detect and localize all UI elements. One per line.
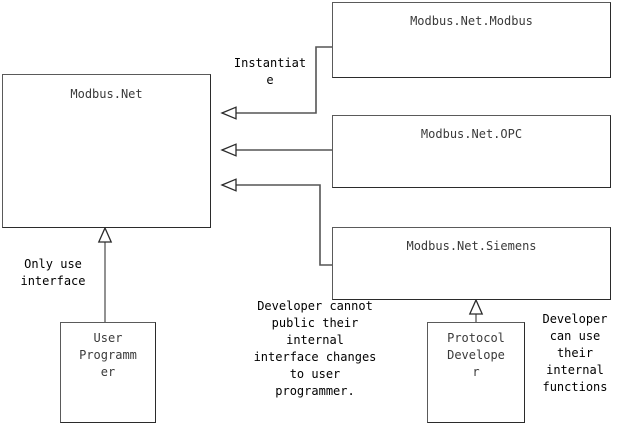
connector-opc-instantiate: [220, 143, 332, 157]
connector-user-programmer-uses-core: [97, 226, 113, 322]
connector-protocol-developer-extends-siemens: [468, 298, 484, 322]
uml-box-label-modbus-net-opc: Modbus.Net.OPC: [420, 127, 523, 141]
uml-box-modbus-net-modbus[interactable]: Modbus.Net.Modbus: [332, 2, 611, 78]
uml-box-label-modbus-net-modbus: Modbus.Net.Modbus: [410, 14, 533, 28]
uml-box-label-modbus-net-siemens: Modbus.Net.Siemens: [406, 239, 537, 253]
uml-box-modbus-net-siemens[interactable]: Modbus.Net.Siemens: [332, 227, 611, 300]
connector-label-instantiate: Instantiat e: [233, 56, 307, 87]
uml-box-protocol-developer[interactable]: Protocol Develope r: [427, 322, 525, 423]
uml-box-modbus-net[interactable]: Modbus.Net: [2, 74, 211, 228]
connector-modbus-instantiate: [220, 46, 332, 120]
uml-box-user-programmer[interactable]: User Programm er: [60, 322, 156, 423]
uml-box-label-modbus-net: Modbus.Net: [70, 87, 143, 101]
uml-box-label-user-programmer: User Programm er: [79, 331, 137, 379]
uml-box-modbus-net-opc[interactable]: Modbus.Net.OPC: [332, 115, 611, 188]
uml-box-label-protocol-developer: Protocol Develope r: [447, 331, 505, 379]
note-developer-cannot-publish: Developer cannot public their internal i…: [253, 299, 377, 398]
connector-label-only-use-interface: Only use interface: [20, 257, 86, 288]
connector-siemens-instantiate: [220, 178, 332, 266]
note-developer-can-use-internal: Developer can use their internal functio…: [542, 312, 608, 394]
